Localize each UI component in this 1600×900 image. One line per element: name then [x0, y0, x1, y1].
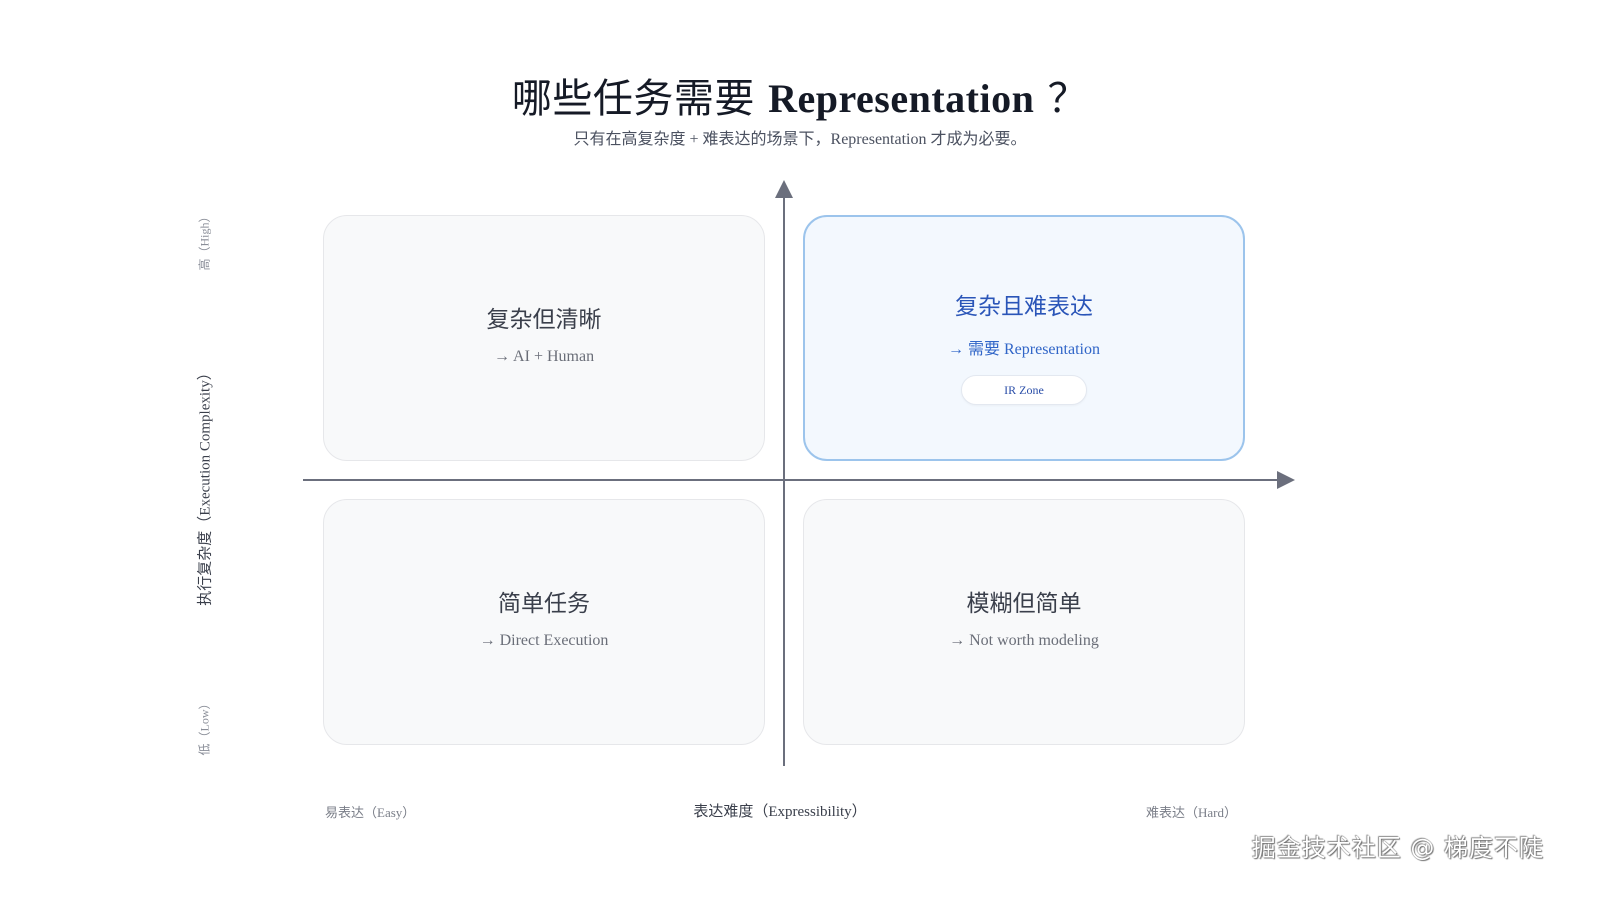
- quadrant-vague-but-simple: 模糊但简单 → Not worth modeling: [803, 499, 1245, 745]
- watermark: 掘金技术社区 @ 梯度不陡: [1251, 834, 1544, 862]
- quadrant-subtitle: → 需要 Representation: [948, 341, 1100, 358]
- title-question-mark: ？: [1047, 76, 1089, 122]
- x-axis-line: [303, 479, 1279, 481]
- y-axis-high-label: 高（High）: [197, 210, 212, 271]
- quadrant-subtitle: → Direct Execution: [479, 632, 609, 649]
- ir-zone-badge: IR Zone: [961, 375, 1087, 405]
- quadrant-simple-task: 简单任务 → Direct Execution: [323, 499, 765, 745]
- quadrant-complex-but-clear: 复杂但清晰 → AI + Human: [323, 215, 765, 461]
- x-axis-easy-label: 易表达（Easy）: [325, 805, 416, 820]
- x-axis-arrow-icon: [1277, 471, 1295, 489]
- page-subtitle: 只有在高复杂度 + 难表达的场景下，Representation 才成为必要。: [573, 131, 1027, 148]
- quadrant-title: 简单任务: [498, 591, 590, 617]
- y-axis-arrow-icon: [775, 180, 793, 198]
- quadrant-title: 复杂且难表达: [955, 294, 1093, 320]
- y-axis-title: 执行复杂度（Execution Complexity）: [197, 365, 214, 606]
- quadrant-subtitle: → Not worth modeling: [949, 632, 1099, 649]
- title-english: Representation: [768, 76, 1035, 121]
- quadrant-subtitle: → AI + Human: [493, 348, 595, 365]
- y-axis-low-label: 低（Low）: [197, 697, 212, 756]
- quadrant-title: 模糊但简单: [966, 591, 1082, 617]
- quadrant-title: 复杂但清晰: [486, 307, 602, 333]
- x-axis-title: 表达难度（Expressibility）: [693, 804, 867, 820]
- x-axis-hard-label: 难表达（Hard）: [1146, 805, 1237, 820]
- title-chinese: 哪些任务需要: [511, 76, 755, 122]
- quadrant-complex-and-hard-to-express: 复杂且难表达 → 需要 Representation IR Zone: [803, 215, 1245, 461]
- page-title: 哪些任务需要 Representation ？: [0, 66, 1600, 124]
